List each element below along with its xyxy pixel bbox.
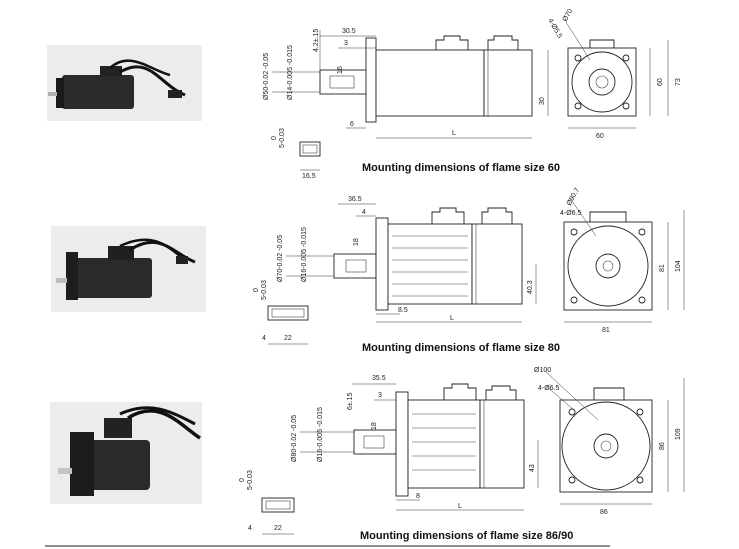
key-section-86 [261,497,295,535]
front-80-a: 81 [659,264,666,272]
dim-86-top-a: 35.5 [372,375,386,382]
front-80-d: Ø90.7 [566,187,582,207]
dim-60-key: 16 [337,66,344,74]
dim-60-top-a: 30.5 [342,28,356,35]
key-60-w: 16.5 [302,173,316,180]
front-86-b: 109 [675,428,682,440]
front-view-86 [545,371,685,505]
front-60-d: Ø70 [562,8,575,23]
front-86-d: Ø100 [534,367,551,374]
motor-photo-86 [50,402,202,504]
caption-flame-86-90: Mounting dimensions of flame size 86/90 [360,530,573,542]
dim-80-bottom: 8.5 [398,307,408,314]
dim-86-top-b: 3 [378,392,382,399]
front-86-a: 86 [659,442,666,450]
dim-86-tol: 6±.15 [347,392,354,410]
dim-86-d2: Ø16-0.005 -0.015 [317,407,324,462]
dim-60-L: L [452,130,456,137]
key-80-zero: 0 [253,288,260,292]
key-60-zero: 0 [271,136,278,140]
key-86-tol: 5-0.03 [247,470,254,490]
dim-86-h: 43 [529,464,536,472]
motor-photo-80 [51,226,206,312]
dim-86-key: 18 [371,422,378,430]
front-60-a: 60 [657,78,664,86]
dim-80-key: 18 [353,238,360,246]
front-80-holes: 4-Ø6.5 [560,210,582,217]
front-view-80 [563,197,685,323]
front-80-b: 104 [675,260,682,272]
dim-80-top-a: 36.5 [348,196,362,203]
key-86-w: 22 [274,525,282,532]
dim-60-top-b: 3 [344,40,348,47]
key-80-left: 4 [262,335,266,342]
dim-60-six: 6 [350,121,354,128]
motor-photo-60 [47,45,202,121]
dim-80-d1: Ø70-0.02 -0.05 [277,235,284,282]
dim-60-d2: Ø14-0.005 -0.015 [287,45,294,100]
dim-86-L: L [458,503,462,510]
dim-80-d2: Ø16-0.005 -0.015 [301,227,308,282]
dim-60-tol: 4.2±.15 [313,29,320,52]
key-80-w: 22 [284,335,292,342]
side-view-80 [286,203,537,323]
front-80-c: 81 [602,327,610,334]
key-80-tol: 5-0.03 [261,280,268,300]
side-view-86 [300,383,539,511]
key-60-tol: 5-0.03 [279,128,286,148]
dim-80-L: L [450,315,454,322]
front-60-b: 73 [675,78,682,86]
dim-86-d1: Ø80-0.02 -0.05 [291,415,298,462]
key-section-80 [267,305,309,345]
dim-80-h: 40.3 [527,280,534,294]
dim-60-d1: Ø50-0.02 -0.05 [263,53,270,100]
front-60-holes: 4-Ø5.5 [546,18,563,40]
side-view-60 [272,30,549,139]
key-86-left: 4 [248,525,252,532]
front-60-c: 60 [596,133,604,140]
front-view-60 [565,21,669,129]
front-86-holes: 4-Ø6.5 [538,385,560,392]
dim-60-h: 30 [539,97,546,105]
caption-flame-60: Mounting dimensions of flame size 60 [362,162,560,174]
front-86-c: 86 [600,509,608,516]
caption-flame-80: Mounting dimensions of flame size 80 [362,342,560,354]
dim-86-bottom: 8 [416,493,420,500]
dim-80-top-b: 4 [362,209,366,216]
key-section-60 [299,141,321,171]
key-86-zero: 0 [239,478,246,482]
